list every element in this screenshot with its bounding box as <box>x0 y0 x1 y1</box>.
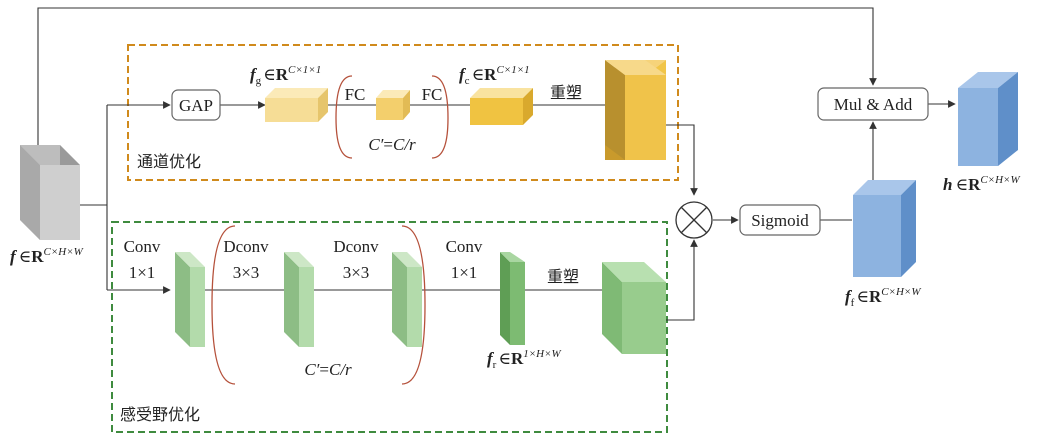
gap-block <box>171 89 221 121</box>
input-feature-cube <box>20 145 80 240</box>
fc-reduced-cube <box>376 90 410 120</box>
output-feature-cube <box>958 72 1018 166</box>
conv1-feature-cube <box>175 252 205 347</box>
gap-label: GAP <box>179 96 213 115</box>
fg-formula: fg∈RC×1×1 <box>250 64 321 87</box>
spatial-reshaped-cube <box>602 262 666 354</box>
channel-optimization-label: 通道优化 <box>137 152 201 171</box>
connectors <box>37 7 956 321</box>
mul-add-block <box>817 87 929 121</box>
dconv1-label: Dconv <box>223 237 269 256</box>
conv1-label: Conv <box>124 237 161 256</box>
dconv2-label: Dconv <box>333 237 379 256</box>
receptive-field-region <box>111 221 668 433</box>
multiply-icon <box>675 201 713 239</box>
sigmoid-label: Sigmoid <box>751 211 809 230</box>
channel-reshaped-cube <box>605 60 666 160</box>
fr-feature-cube <box>500 252 525 345</box>
fc-cube <box>470 88 533 125</box>
dconv1-feature-cube <box>284 252 314 347</box>
reshape-bottom-label: 重塑 <box>547 267 579 286</box>
ratio-top: C′=C/r <box>368 135 416 154</box>
conv2-kernel: 1×1 <box>451 263 478 282</box>
conv2-label: Conv <box>446 237 483 256</box>
mul-add-label: Mul & Add <box>834 95 913 114</box>
input-formula: f∈RC×H×W <box>10 246 84 266</box>
channel-optimization-region <box>127 44 679 181</box>
dconv2-kernel: 3×3 <box>343 263 370 282</box>
fg-cube <box>265 88 328 122</box>
fc2-label: FC <box>422 85 443 104</box>
ff-formula: ff∈RC×H×W <box>845 286 921 309</box>
dconv2-feature-cube <box>392 252 422 347</box>
brackets <box>211 75 449 385</box>
dconv1-kernel: 3×3 <box>233 263 260 282</box>
fc-formula: fc∈RC×1×1 <box>459 64 530 87</box>
fr-formula: fr∈R1×H×W <box>487 348 562 371</box>
sigmoid-block <box>739 204 821 236</box>
ratio-bottom: C′=C/r <box>304 360 352 379</box>
ff-feature-cube <box>853 180 916 277</box>
conv1-kernel: 1×1 <box>129 263 156 282</box>
reshape-top-label: 重塑 <box>550 83 582 102</box>
output-formula: h∈RC×H×W <box>943 174 1020 194</box>
receptive-field-label: 感受野优化 <box>120 405 200 424</box>
fc1-label: FC <box>345 85 366 104</box>
